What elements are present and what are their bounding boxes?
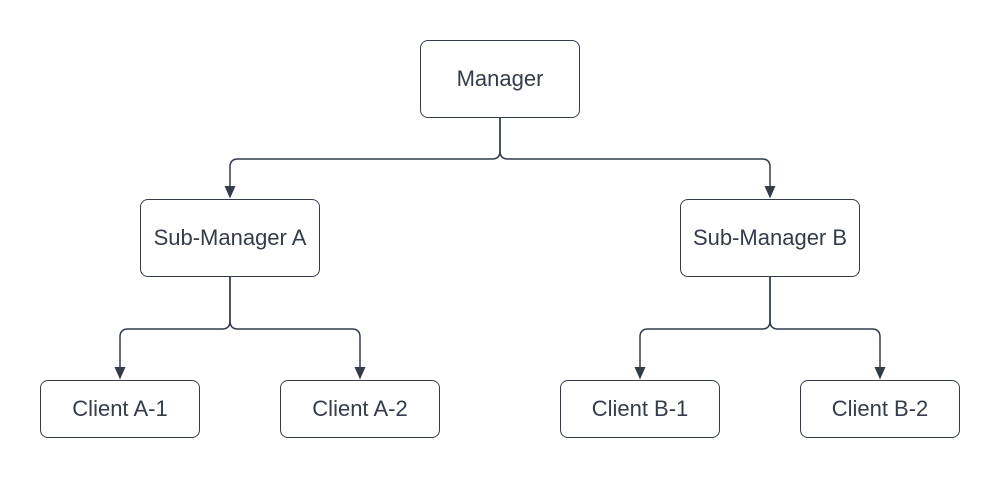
node-client-b1-label: Client B-1	[591, 395, 689, 421]
node-client-a2[interactable]: Client A-2	[280, 380, 440, 438]
connector-manager-sub-b	[499, 118, 771, 186]
node-client-a1[interactable]: Client A-1	[40, 380, 200, 438]
node-sub-manager-a-label: Sub-Manager A	[153, 224, 307, 250]
arrowhead-client-b2	[874, 367, 886, 380]
node-client-a1-label: Client A-1	[72, 395, 168, 421]
node-sub-manager-b[interactable]: Sub-Manager B	[680, 199, 860, 277]
node-client-b2-label: Client B-2	[831, 395, 929, 421]
node-client-a2-label: Client A-2	[312, 395, 408, 421]
node-sub-manager-b-label: Sub-Manager B	[692, 224, 848, 250]
node-client-b2[interactable]: Client B-2	[800, 380, 960, 438]
node-sub-manager-a[interactable]: Sub-Manager A	[140, 199, 320, 277]
connector-sub-a-client-a1	[119, 277, 231, 367]
node-manager[interactable]: Manager	[420, 40, 580, 118]
arrowhead-sub-a	[224, 186, 236, 199]
connector-sub-b-client-b1	[639, 277, 771, 367]
arrowhead-client-a2	[354, 367, 366, 380]
arrowhead-sub-b	[764, 186, 776, 199]
node-manager-label: Manager	[456, 65, 544, 91]
connector-sub-b-client-b2	[769, 277, 881, 367]
connector-sub-a-client-a2	[229, 277, 361, 367]
connector-manager-sub-a	[229, 118, 501, 186]
node-client-b1[interactable]: Client B-1	[560, 380, 720, 438]
arrowhead-client-b1	[634, 367, 646, 380]
arrowhead-client-a1	[114, 367, 126, 380]
